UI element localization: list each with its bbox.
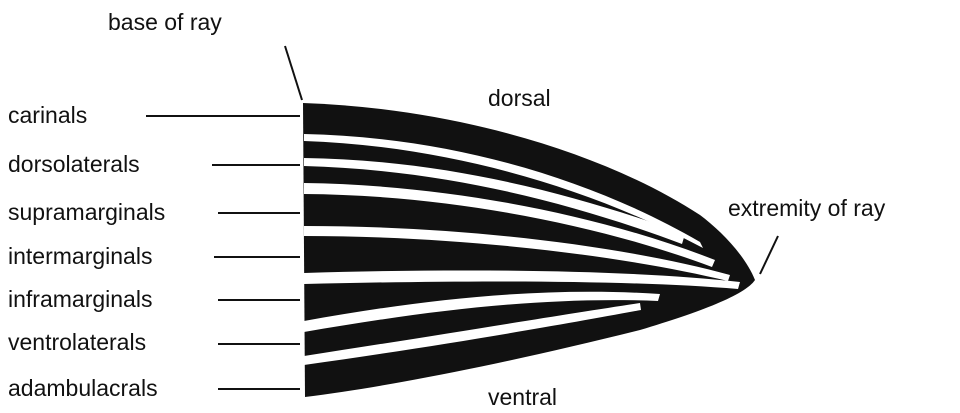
label-ventral: ventral [488,386,557,409]
label-adambulacrals: adambulacrals [8,377,158,400]
label-extremity-of-ray: extremity of ray [728,197,885,220]
label-supramarginals: supramarginals [8,201,165,224]
label-intermarginals: intermarginals [8,245,152,268]
label-inframarginals: inframarginals [8,288,152,311]
label-carinals: carinals [8,104,87,127]
leader-base-of-ray [285,46,302,100]
leader-extremity-of-ray [760,236,778,274]
label-base-of-ray: base of ray [108,11,222,34]
label-dorsal: dorsal [488,87,551,110]
label-ventrolaterals: ventrolaterals [8,331,146,354]
label-dorsolaterals: dorsolaterals [8,153,140,176]
